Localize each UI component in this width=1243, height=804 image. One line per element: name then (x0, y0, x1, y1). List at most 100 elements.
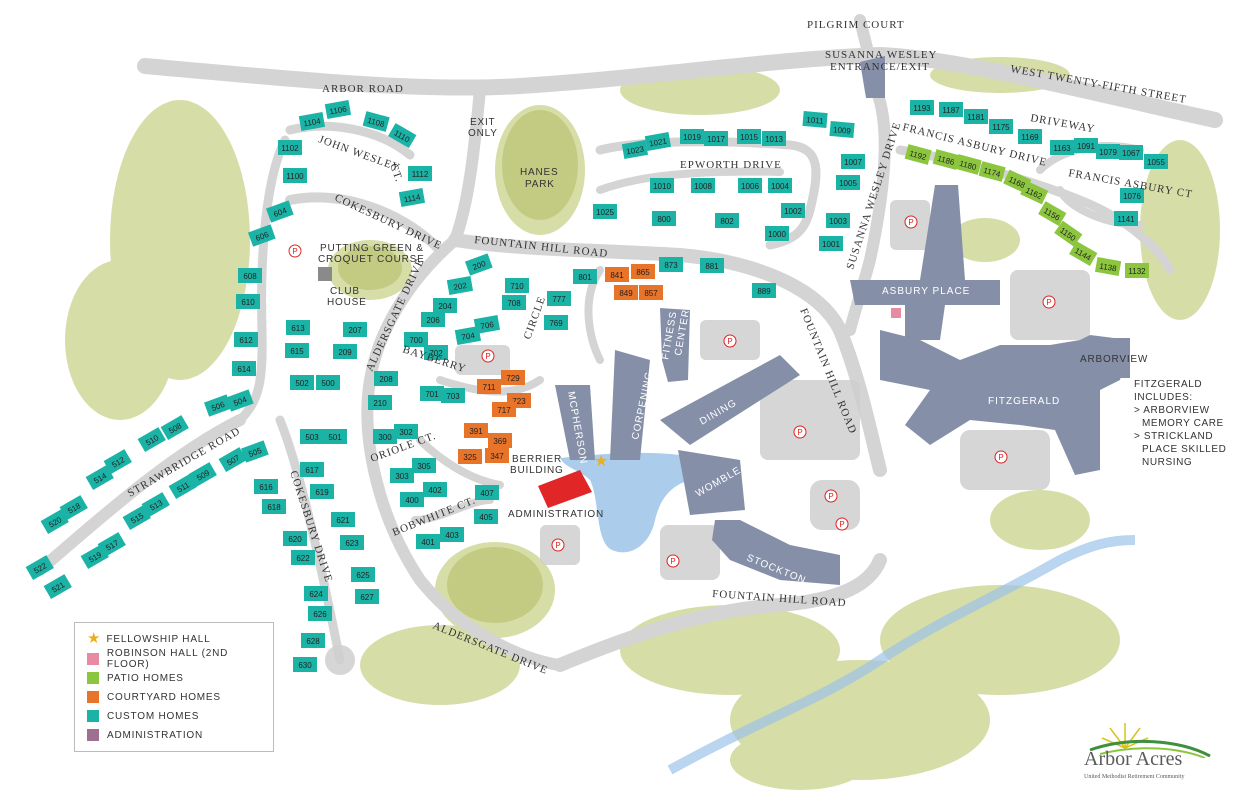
home-lot-604[interactable]: 604 (265, 200, 294, 223)
home-lot-513[interactable]: 513 (141, 492, 170, 518)
home-lot-402[interactable]: 402 (423, 482, 447, 497)
home-lot-617[interactable]: 617 (300, 462, 324, 477)
home-lot-1076[interactable]: 1076 (1120, 188, 1144, 203)
home-lot-302[interactable]: 302 (394, 424, 418, 439)
home-lot-1100[interactable]: 1100 (283, 168, 307, 183)
home-lot-625[interactable]: 625 (351, 567, 375, 582)
home-lot-1144[interactable]: 1144 (1069, 241, 1098, 267)
home-lot-802[interactable]: 802 (715, 213, 739, 228)
home-lot-507[interactable]: 507 (218, 447, 247, 473)
home-lot-512[interactable]: 512 (103, 449, 132, 475)
home-lot-849[interactable]: 849 (614, 285, 638, 300)
home-lot-504[interactable]: 504 (225, 389, 254, 412)
home-lot-1138[interactable]: 1138 (1094, 257, 1122, 276)
home-lot-303[interactable]: 303 (390, 468, 414, 483)
home-lot-857[interactable]: 857 (639, 285, 663, 300)
home-lot-305[interactable]: 305 (412, 458, 436, 473)
home-lot-1186[interactable]: 1186 (932, 149, 960, 170)
fellowship-hall-star-icon[interactable]: ★ (594, 453, 608, 470)
home-lot-624[interactable]: 624 (304, 586, 328, 601)
home-lot-347[interactable]: 347 (485, 448, 509, 463)
home-lot-1009[interactable]: 1009 (829, 120, 855, 139)
home-lot-508[interactable]: 508 (160, 415, 189, 441)
home-lot-208[interactable]: 208 (374, 371, 398, 386)
home-lot-1106[interactable]: 1106 (324, 100, 352, 119)
home-lot-1181[interactable]: 1181 (964, 109, 988, 124)
home-lot-1187[interactable]: 1187 (939, 102, 963, 117)
home-lot-1021[interactable]: 1021 (644, 132, 672, 151)
home-lot-801[interactable]: 801 (573, 269, 597, 284)
home-lot-1013[interactable]: 1013 (762, 131, 786, 146)
home-lot-1025[interactable]: 1025 (593, 204, 617, 219)
home-lot-505[interactable]: 505 (240, 440, 269, 463)
home-lot-1001[interactable]: 1001 (819, 236, 843, 251)
home-lot-209[interactable]: 209 (333, 344, 357, 359)
home-lot-1003[interactable]: 1003 (826, 213, 850, 228)
home-lot-865[interactable]: 865 (631, 264, 655, 279)
home-lot-1104[interactable]: 1104 (298, 112, 326, 131)
home-lot-407[interactable]: 407 (475, 485, 499, 500)
home-lot-401[interactable]: 401 (416, 534, 440, 549)
home-lot-519[interactable]: 519 (80, 544, 109, 570)
home-lot-1141[interactable]: 1141 (1114, 211, 1138, 226)
home-lot-514[interactable]: 514 (85, 465, 114, 491)
home-lot-627[interactable]: 627 (355, 589, 379, 604)
home-lot-700[interactable]: 700 (404, 332, 428, 347)
home-lot-207[interactable]: 207 (343, 322, 367, 337)
home-lot-510[interactable]: 510 (137, 427, 166, 453)
home-lot-1169[interactable]: 1169 (1018, 129, 1042, 144)
home-lot-702[interactable]: 702 (424, 345, 448, 360)
home-lot-501[interactable]: 501 (323, 429, 347, 444)
home-lot-608[interactable]: 608 (238, 268, 262, 283)
home-lot-1079[interactable]: 1079 (1096, 144, 1120, 159)
home-lot-1067[interactable]: 1067 (1119, 145, 1143, 160)
home-lot-1180[interactable]: 1180 (954, 154, 982, 175)
home-lot-614[interactable]: 614 (232, 361, 256, 376)
home-lot-800[interactable]: 800 (652, 211, 676, 226)
home-lot-1004[interactable]: 1004 (768, 178, 792, 193)
home-lot-621[interactable]: 621 (331, 512, 355, 527)
home-lot-616[interactable]: 616 (254, 479, 278, 494)
home-lot-521[interactable]: 521 (43, 574, 72, 600)
home-lot-717[interactable]: 717 (492, 402, 516, 417)
home-lot-618[interactable]: 618 (262, 499, 286, 514)
home-lot-1011[interactable]: 1011 (802, 110, 828, 129)
home-lot-623[interactable]: 623 (340, 535, 364, 550)
home-lot-300[interactable]: 300 (373, 429, 397, 444)
home-lot-622[interactable]: 622 (291, 550, 315, 565)
home-lot-210[interactable]: 210 (368, 395, 392, 410)
home-lot-1112[interactable]: 1112 (408, 166, 432, 181)
home-lot-522[interactable]: 522 (25, 555, 54, 581)
home-lot-1132[interactable]: 1132 (1125, 263, 1149, 278)
home-lot-506[interactable]: 506 (203, 394, 232, 417)
home-lot-1017[interactable]: 1017 (704, 131, 728, 146)
home-lot-325[interactable]: 325 (458, 449, 482, 464)
home-lot-841[interactable]: 841 (605, 267, 629, 282)
home-lot-630[interactable]: 630 (293, 657, 317, 672)
home-lot-626[interactable]: 626 (308, 606, 332, 621)
home-lot-503[interactable]: 503 (300, 429, 324, 444)
home-lot-706[interactable]: 706 (473, 315, 501, 334)
home-lot-881[interactable]: 881 (700, 258, 724, 273)
home-lot-405[interactable]: 405 (474, 509, 498, 524)
home-lot-729[interactable]: 729 (501, 370, 525, 385)
home-lot-518[interactable]: 518 (59, 495, 88, 521)
home-lot-703[interactable]: 703 (441, 388, 465, 403)
home-lot-1007[interactable]: 1007 (841, 154, 865, 169)
home-lot-615[interactable]: 615 (285, 343, 309, 358)
home-lot-511[interactable]: 511 (168, 474, 197, 500)
home-lot-620[interactable]: 620 (283, 531, 307, 546)
home-lot-711[interactable]: 711 (477, 379, 501, 394)
home-lot-1055[interactable]: 1055 (1144, 154, 1168, 169)
home-lot-369[interactable]: 369 (488, 433, 512, 448)
home-lot-1008[interactable]: 1008 (691, 178, 715, 193)
home-lot-1163[interactable]: 1163 (1050, 140, 1074, 155)
home-lot-606[interactable]: 606 (247, 224, 276, 247)
home-lot-889[interactable]: 889 (752, 283, 776, 298)
home-lot-777[interactable]: 777 (547, 291, 571, 306)
home-lot-1015[interactable]: 1015 (737, 129, 761, 144)
home-lot-1102[interactable]: 1102 (278, 140, 302, 155)
home-lot-520[interactable]: 520 (40, 509, 69, 535)
home-lot-1005[interactable]: 1005 (836, 175, 860, 190)
home-lot-400[interactable]: 400 (400, 492, 424, 507)
